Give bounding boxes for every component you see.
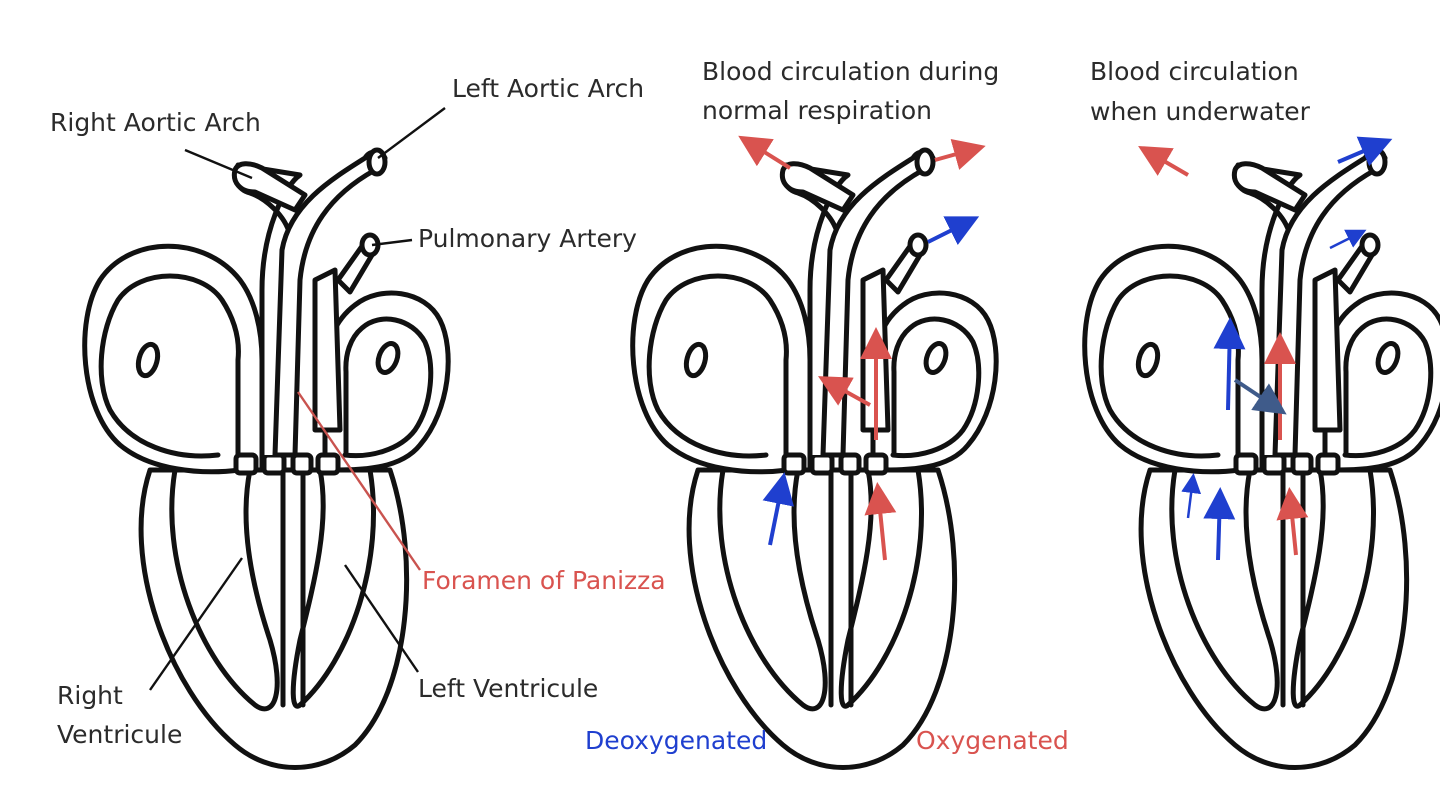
leader-right-ventricule <box>149 557 243 691</box>
leader-foramen-of-panizza <box>297 391 421 571</box>
label-right-ventricule-line1: Right <box>57 681 123 710</box>
oxygenated-arrow-left-ventricle-underwater <box>1276 487 1309 556</box>
normal-respiration-heart <box>633 135 996 768</box>
leader-pulmonary-artery <box>371 238 413 247</box>
deoxygenated-arrow-right-ventricle <box>762 472 794 546</box>
label-right-ventricule-line2: Ventricule <box>57 720 183 749</box>
anatomy-heart <box>85 107 448 768</box>
title-underwater-line1: Blood circulation <box>1090 57 1299 86</box>
leader-left-aortic-arch <box>377 107 446 159</box>
legend-oxygenated: Oxygenated <box>916 726 1069 755</box>
legend-deoxygenated: Deoxygenated <box>585 726 768 755</box>
oxygenated-arrow-right-arch-underwater <box>1138 145 1190 177</box>
mixed-arrow-foramen-underwater <box>1233 378 1287 415</box>
deoxygenated-arrow-left-arch-underwater <box>1337 136 1393 167</box>
label-left-ventricule: Left Ventricule <box>418 674 599 703</box>
oxygenated-arrow-left-arch <box>934 139 986 170</box>
title-normal-line2: normal respiration <box>702 96 932 125</box>
label-pulmonary-artery: Pulmonary Artery <box>418 224 637 253</box>
deoxygenated-arrow-right-ventricle-small <box>1181 473 1202 519</box>
deoxygenated-arrow-ascending-underwater <box>1213 317 1246 411</box>
title-normal-line1: Blood circulation during <box>702 57 1000 86</box>
deoxygenated-arrow-pulmonary-underwater <box>1329 229 1367 250</box>
deoxygenated-arrow-pulmonary <box>927 216 980 246</box>
oxygenated-arrow-right-arch <box>738 135 792 170</box>
oxygenated-arrow-left-ventricle <box>864 482 897 561</box>
underwater-heart <box>1085 136 1440 768</box>
title-underwater-line2: when underwater <box>1090 97 1310 126</box>
oxygenated-arrow-foramen <box>818 376 871 407</box>
label-left-aortic-arch: Left Aortic Arch <box>452 74 645 103</box>
leader-left-ventricule <box>344 564 419 673</box>
label-right-aortic-arch: Right Aortic Arch <box>50 108 261 137</box>
leader-right-aortic-arch <box>184 148 253 180</box>
label-foramen-of-panizza: Foramen of Panizza <box>422 566 666 595</box>
deoxygenated-arrow-right-ventricle-underwater <box>1203 487 1236 561</box>
